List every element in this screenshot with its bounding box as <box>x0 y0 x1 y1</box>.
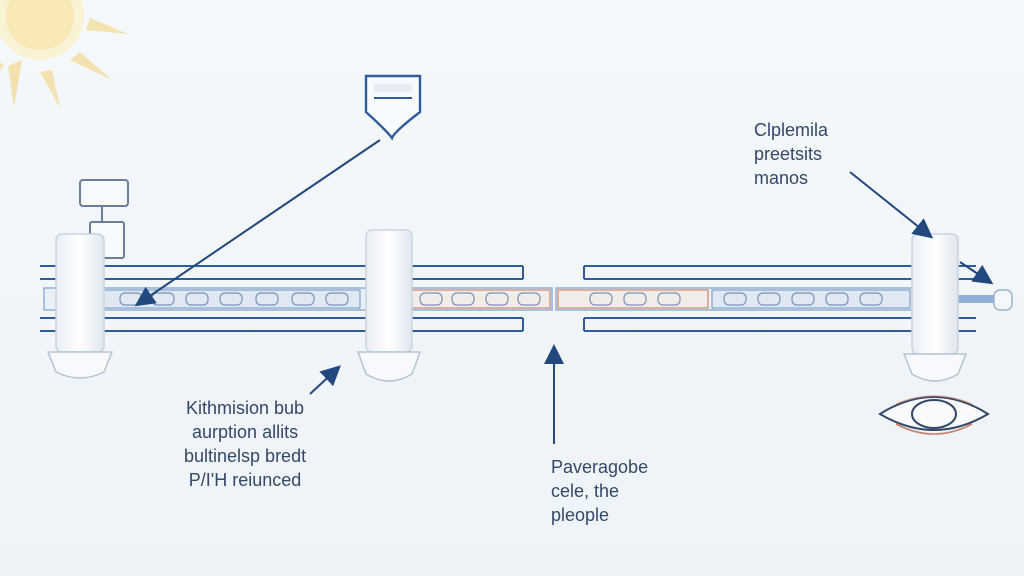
label-bottom-left-line-2: aurption allits <box>192 422 299 442</box>
label-top-right-line-1: Clplemila <box>754 120 829 140</box>
support-post-right <box>902 233 968 382</box>
pipe-segment-left <box>43 287 553 311</box>
pipe-segment-right <box>555 287 1004 311</box>
arrow-shield-to-pipe <box>134 139 381 307</box>
label-bottom-center: Paveragobe cele, the pleople <box>551 455 648 527</box>
sun-icon <box>0 0 128 108</box>
label-bottom-center-line-2: cele, the <box>551 481 620 501</box>
label-bottom-left-line-1: Kithmision bub <box>186 398 305 418</box>
label-top-right-line-2: preetsits <box>754 144 823 164</box>
shield-icon <box>364 74 422 141</box>
label-bottom-left-line-3: bultinelsp bredt <box>184 446 307 466</box>
eye-icon <box>878 395 990 435</box>
valve-icon <box>79 179 129 259</box>
pipe-end-cap <box>993 289 1013 311</box>
arrow-right-end <box>959 261 994 285</box>
label-top-right-line-3: manos <box>754 168 809 188</box>
label-bottom-center-line-1: Paveragobe <box>551 457 649 477</box>
pipe-rails <box>40 265 976 332</box>
arrow-top-right-label <box>849 171 934 239</box>
label-top-right: Clplemila preetsits manos <box>754 118 828 190</box>
arrow-bottom-left-label <box>309 365 341 395</box>
label-bottom-center-line-3: pleople <box>551 505 610 525</box>
support-post-middle <box>356 229 422 382</box>
leader-arrows <box>134 139 994 444</box>
label-bottom-left: Kithmision bub aurption allits bultinels… <box>184 396 306 492</box>
label-bottom-left-line-4: P/I'H reiunced <box>188 470 302 490</box>
support-post-left <box>46 233 114 379</box>
